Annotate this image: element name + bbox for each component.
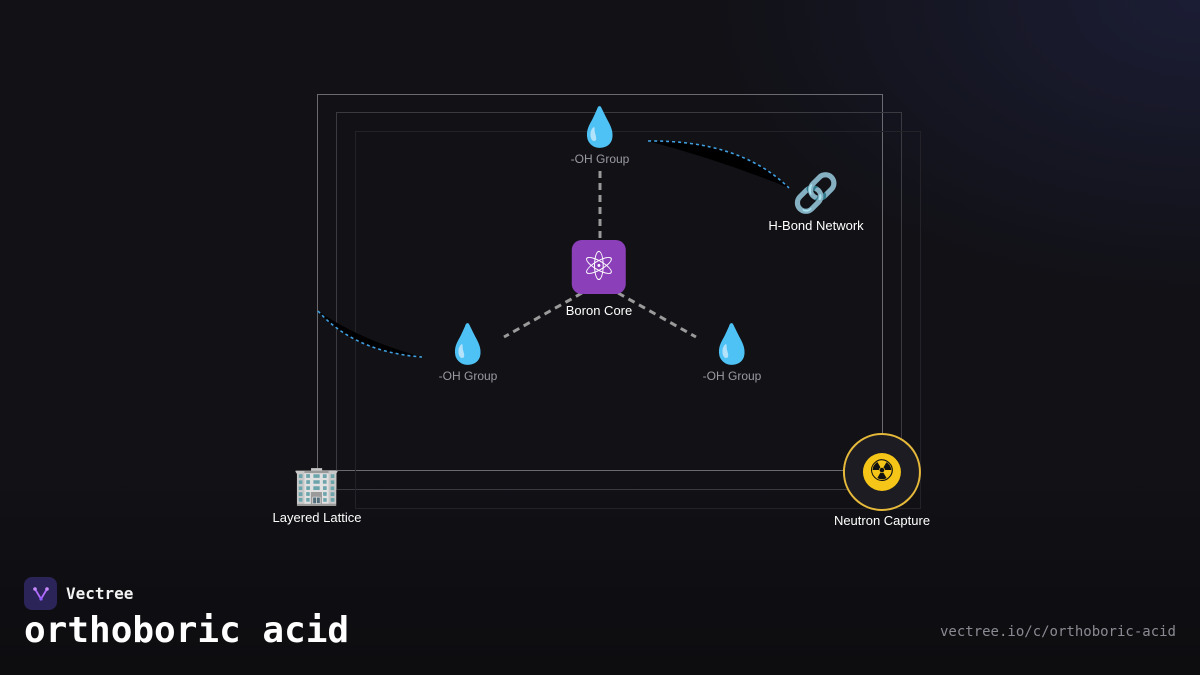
node-label: -OH Group	[570, 152, 630, 166]
atom-icon: ⚛	[571, 240, 626, 294]
node-oh-right: 💧 -OH Group	[703, 325, 762, 383]
node-boron-core: ⚛ Boron Core	[566, 240, 632, 318]
node-oh-left: 💧 -OH Group	[439, 325, 498, 383]
node-label: Neutron Capture	[833, 513, 931, 528]
frame-middle	[336, 112, 902, 490]
node-label: Boron Core	[565, 303, 633, 318]
node-label: -OH Group	[438, 369, 498, 383]
node-label: Layered Lattice	[272, 510, 362, 525]
radioactive-icon: ☢	[863, 453, 901, 491]
node-label: H-Bond Network	[768, 218, 864, 233]
node-label: -OH Group	[702, 369, 762, 383]
hbond-curve-top	[647, 140, 790, 189]
node-layered-lattice: 🏢 Layered Lattice	[273, 466, 362, 525]
node-hbond-network: 🔗 H-Bond Network	[768, 174, 863, 233]
bond-core-oh-right	[617, 291, 697, 339]
water-drop-icon: 💧	[576, 105, 624, 149]
building-icon: 🏢	[293, 463, 341, 507]
hbond-wedge-top	[648, 140, 789, 188]
hazard-ring: ☢	[843, 433, 921, 511]
link-icon: 🔗	[792, 171, 840, 215]
hbond-wedge-left	[318, 311, 422, 357]
brand-name: Vectree	[66, 584, 134, 603]
hbond-curve-left	[317, 310, 423, 358]
water-drop-icon: 💧	[444, 322, 492, 366]
frame-inner	[355, 131, 921, 509]
bond-core-oh-left	[503, 291, 583, 339]
vectree-logo-icon	[24, 577, 57, 610]
page-title: orthoboric acid	[24, 610, 350, 651]
node-oh-top: 💧 -OH Group	[571, 108, 630, 166]
water-drop-icon: 💧	[708, 322, 756, 366]
page-url[interactable]: vectree.io/c/orthoboric-acid	[939, 624, 1176, 640]
frame-outer	[317, 94, 883, 471]
brand: Vectree	[24, 577, 133, 610]
node-neutron-capture: ☢ Neutron Capture	[834, 433, 930, 528]
